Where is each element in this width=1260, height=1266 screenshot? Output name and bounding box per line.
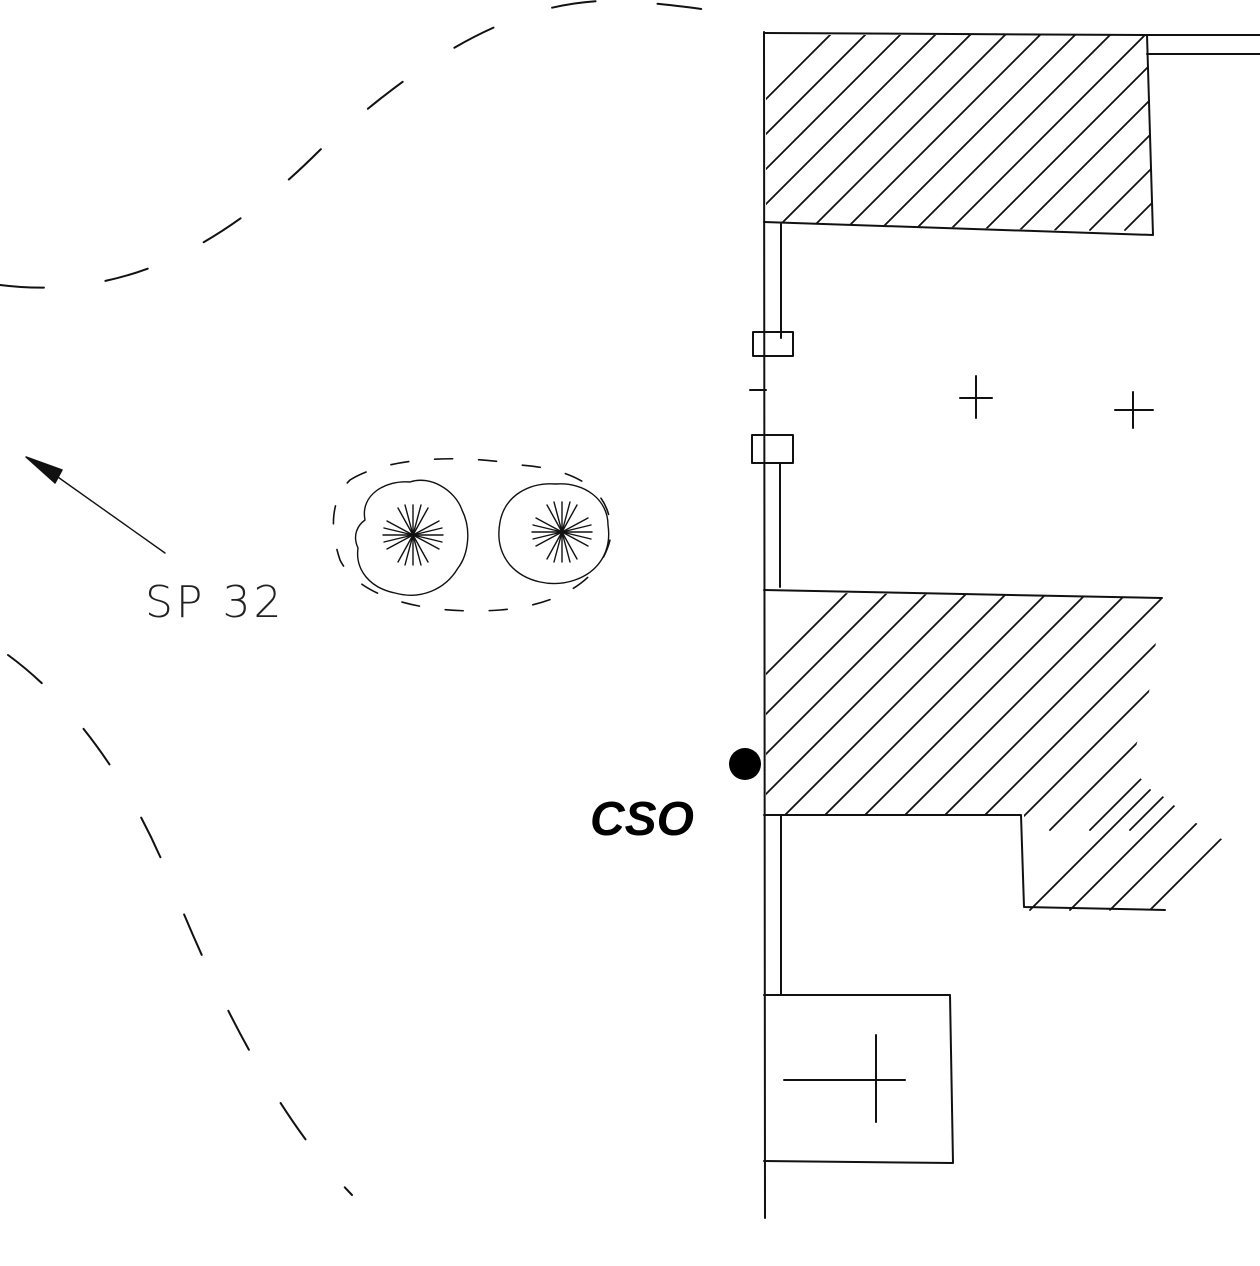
lower-plot bbox=[763, 814, 954, 1164]
cross-marker-right bbox=[1114, 391, 1154, 429]
gate-post-bottom bbox=[751, 434, 794, 464]
dashed-boundary-top bbox=[0, 0, 746, 289]
gate-post-top bbox=[752, 331, 794, 357]
shrub-icon bbox=[354, 479, 469, 596]
direction-arrow bbox=[25, 456, 166, 554]
point-marker[interactable] bbox=[729, 748, 761, 780]
road-label: SP 32 bbox=[145, 577, 284, 628]
shrub-icon-2 bbox=[498, 483, 610, 585]
marker-label: CSO bbox=[590, 793, 694, 846]
dashed-boundary-bottom bbox=[7, 654, 353, 1196]
courtyard-area bbox=[749, 223, 1154, 588]
hatched-building-bottom bbox=[763, 589, 1242, 911]
street-edge-line bbox=[763, 31, 766, 1219]
hatched-building-top bbox=[763, 32, 1260, 236]
shrub-group bbox=[332, 457, 612, 612]
cross-marker-left bbox=[959, 375, 993, 419]
